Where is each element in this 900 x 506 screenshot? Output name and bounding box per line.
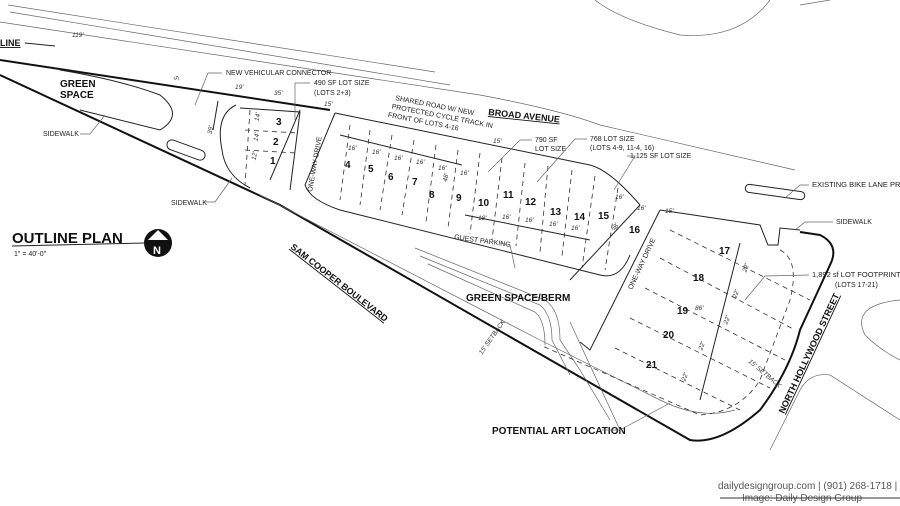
lot-7: 7 bbox=[412, 177, 418, 188]
dim-16f: 16' bbox=[460, 170, 469, 177]
lot-10: 10 bbox=[478, 198, 490, 209]
lot-18: 18 bbox=[693, 273, 705, 284]
lot-21: 21 bbox=[646, 360, 658, 371]
dim-22c: 22' bbox=[722, 314, 732, 326]
lot-11: 11 bbox=[503, 190, 514, 201]
dim-16g: 16' bbox=[502, 214, 511, 221]
contact-info: dailydesigngroup.com | (901) 268-1718 | … bbox=[718, 481, 900, 492]
dim-14b: 14' bbox=[253, 131, 261, 141]
one-way-drive-label-1: ONE-WAY DRIVE bbox=[307, 136, 324, 193]
dim-16b: 16' bbox=[372, 149, 381, 156]
new-vehicular-connector-label: NEW VEHICULAR CONNECTOR bbox=[226, 70, 331, 77]
guest-parking-label: GUEST PARKING bbox=[454, 234, 511, 249]
lot-16: 16 bbox=[629, 225, 641, 236]
plan-title: OUTLINE PLAN bbox=[12, 230, 123, 247]
lot-3: 3 bbox=[276, 117, 282, 128]
dimension-labels: 119' 5' 19' 35' 15' 14' 14' 12' 39' 16' … bbox=[72, 32, 751, 383]
dim-35: 35' bbox=[274, 90, 283, 97]
road-lines bbox=[0, 0, 900, 451]
lot-footprint-1892-lots: (LOTS 17-21) bbox=[835, 282, 878, 289]
dimension-lines bbox=[212, 100, 741, 401]
dim-48: 48' bbox=[442, 172, 450, 182]
lot-15: 15 bbox=[598, 211, 610, 222]
dim-19: 19' bbox=[235, 84, 244, 91]
lot-2: 2 bbox=[273, 137, 279, 148]
sidewalk-label-1: SIDEWALK bbox=[43, 131, 79, 138]
lot-size-490-label: 490 SF LOT SIZE bbox=[314, 80, 370, 87]
lot-12: 12 bbox=[525, 197, 537, 208]
dim-22e: 22' bbox=[680, 371, 690, 383]
dim-16c: 16' bbox=[394, 155, 403, 162]
lot-footprint-1892-label: 1,892 sf LOT FOOTPRINT bbox=[812, 270, 900, 279]
dim-16l: 16' bbox=[637, 205, 646, 212]
dim-16h: 16' bbox=[525, 217, 534, 224]
lot-labels: 1 2 3 4 5 6 7 8 9 10 11 12 13 14 15 16 1… bbox=[270, 117, 731, 371]
dim-15: 15' bbox=[324, 101, 333, 108]
dim-22d: 22' bbox=[697, 340, 707, 352]
north-label: N bbox=[153, 245, 161, 257]
lot-size-768-lots: (LOTS 4-9, 11-4, 16) bbox=[590, 145, 654, 152]
dim-18: 18' bbox=[478, 215, 487, 222]
dim-38: 38' bbox=[611, 222, 621, 233]
lot-4: 4 bbox=[345, 160, 351, 171]
lot-size-790-label-2: LOT SIZE bbox=[535, 146, 566, 153]
lot-size-490-lots: (LOTS 2+3) bbox=[314, 90, 351, 97]
plan-scale: 1" = 40'-0" bbox=[14, 251, 47, 258]
dim-5: 5' bbox=[172, 75, 180, 83]
green-space-label-2: SPACE bbox=[60, 90, 94, 101]
parcel-outline bbox=[0, 59, 835, 442]
sidewalk-label-3: SIDEWALK bbox=[836, 219, 872, 226]
dim-119: 119' bbox=[72, 32, 84, 39]
dim-14a: 14' bbox=[254, 111, 262, 121]
green-space-berm-label: GREEN SPACE/BERM bbox=[466, 293, 570, 304]
dim-16e: 16' bbox=[438, 165, 447, 172]
lot-14: 14 bbox=[574, 212, 586, 223]
lot-5: 5 bbox=[368, 164, 374, 175]
existing-bike-lane-label: EXISTING BIKE LANE PR bbox=[812, 180, 900, 189]
north-arrow-icon: N bbox=[144, 229, 172, 257]
lot-13: 13 bbox=[550, 207, 562, 218]
sam-cooper-boulevard-label: SAM COOPER BOULEVARD bbox=[289, 242, 390, 324]
berm-lines bbox=[259, 194, 736, 421]
dim-22a: 22' bbox=[741, 262, 751, 274]
dim-15c: 15' bbox=[665, 208, 674, 215]
outline-line-label: LINE bbox=[0, 38, 21, 48]
dim-22b: 22' bbox=[731, 288, 741, 300]
plan-title-block: OUTLINE PLAN 1" = 40'-0" N bbox=[11, 229, 172, 258]
lot-19: 19 bbox=[677, 306, 689, 317]
dim-12: 12' bbox=[251, 150, 259, 160]
dim-16i: 16' bbox=[549, 221, 558, 228]
lot-divisions bbox=[244, 109, 811, 416]
dim-86: 86' bbox=[695, 305, 704, 312]
green-space-label: GREEN bbox=[60, 79, 96, 90]
dim-39: 39' bbox=[207, 124, 215, 134]
dim-16k: 16' bbox=[615, 194, 624, 201]
lot-size-768-label: 768 LOT SIZE bbox=[590, 136, 635, 143]
lot-17: 17 bbox=[719, 246, 731, 257]
lot-6: 6 bbox=[388, 172, 394, 183]
footer: dailydesigngroup.com | (901) 268-1718 | … bbox=[718, 481, 900, 504]
lot-9: 9 bbox=[456, 193, 462, 204]
lot-20: 20 bbox=[663, 330, 675, 341]
potential-art-location-label: POTENTIAL ART LOCATION bbox=[492, 426, 626, 437]
setback-label-2: 15' SETBACK bbox=[747, 358, 783, 390]
lot-size-790-label: 790 SF bbox=[535, 137, 558, 144]
lot-1: 1 bbox=[270, 156, 276, 167]
setback-label-1: 15' SETBACK bbox=[478, 318, 507, 356]
lot-size-1125-label: 1,125 SF LOT SIZE bbox=[630, 153, 692, 160]
lot-8: 8 bbox=[429, 190, 435, 201]
dim-15b: 15' bbox=[493, 138, 502, 145]
sidewalk-label-2: SIDEWALK bbox=[171, 200, 207, 207]
dim-16d: 16' bbox=[416, 159, 425, 166]
dim-16a: 16' bbox=[348, 145, 357, 152]
dim-16j: 16' bbox=[571, 225, 580, 232]
